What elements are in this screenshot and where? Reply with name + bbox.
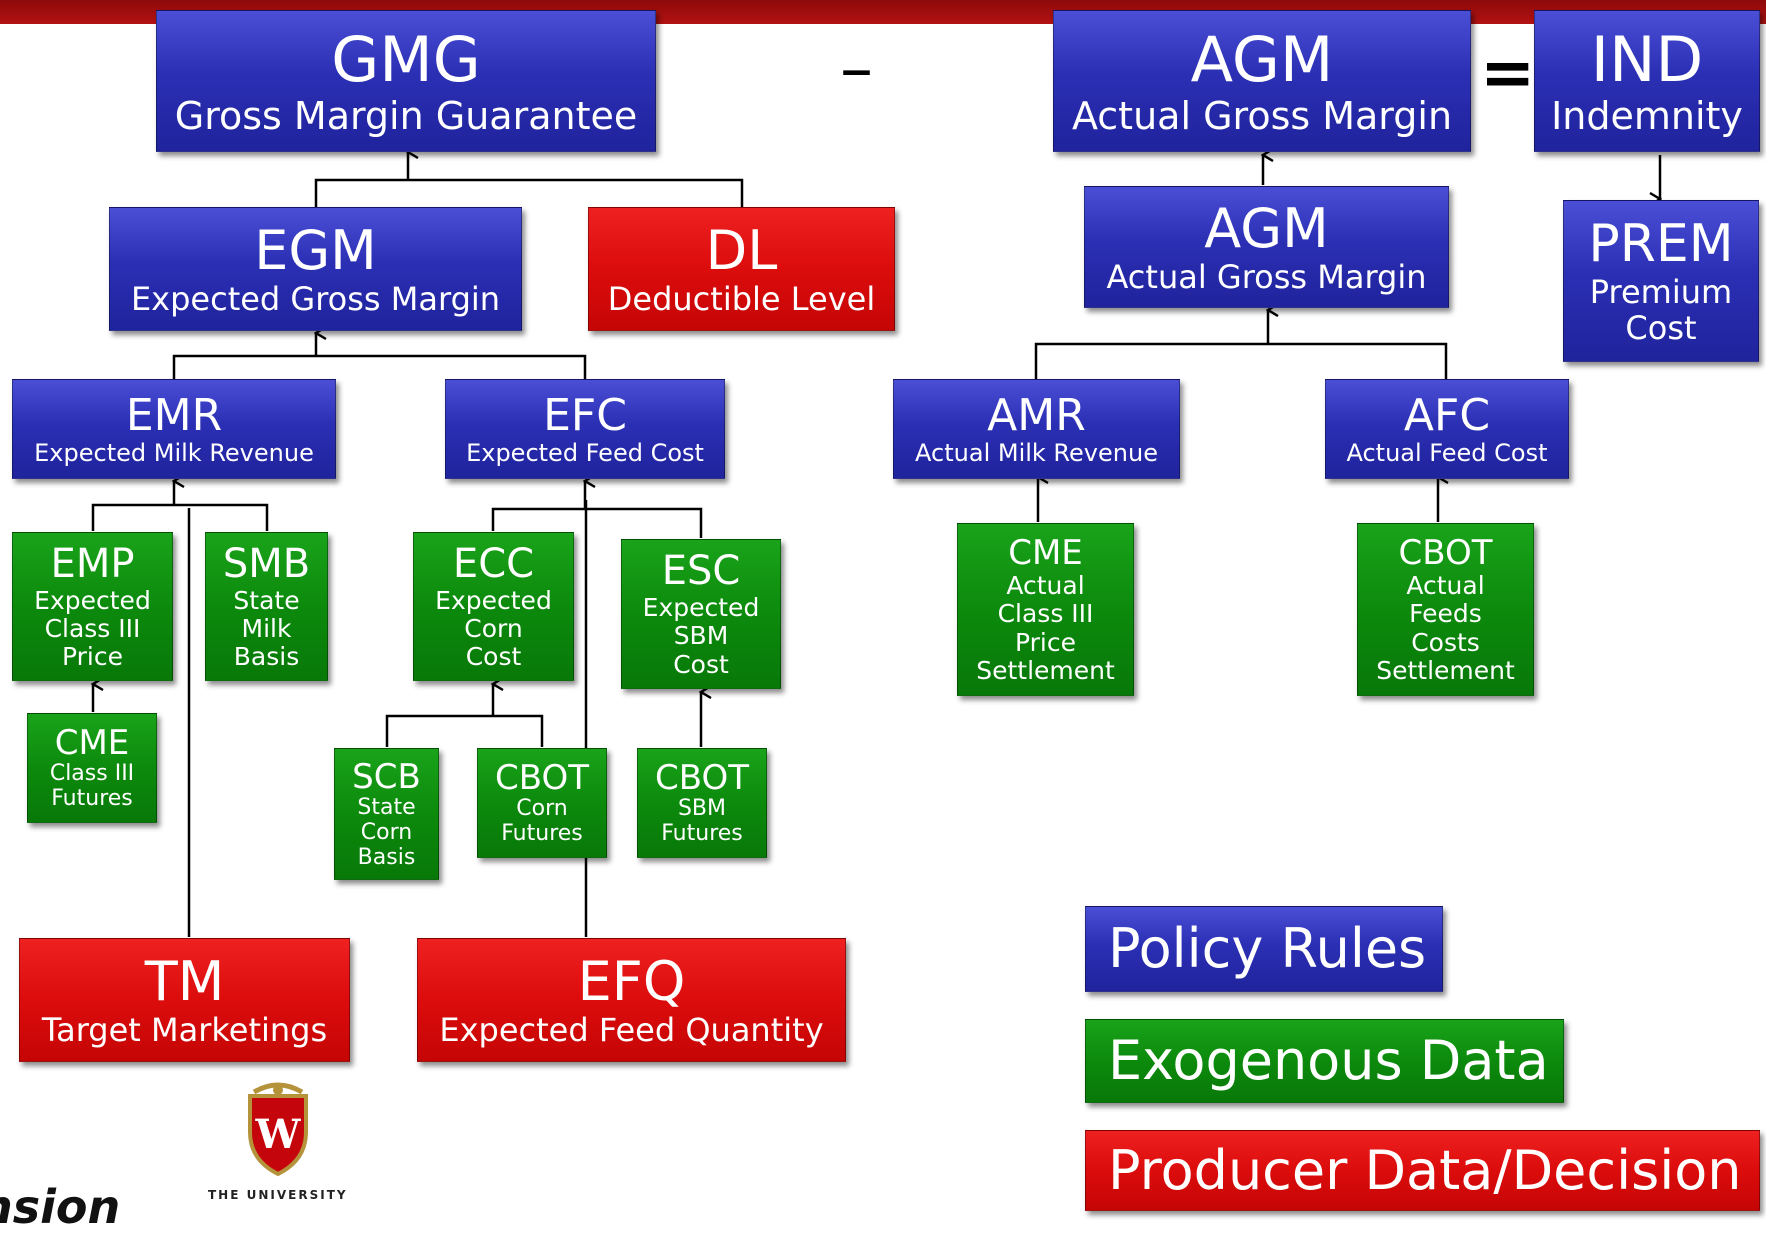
cbot-sbm-box: CBOT SBM Futures xyxy=(637,748,767,858)
cbot-actual-box: CBOT Actual Feeds Costs Settlement xyxy=(1357,523,1534,696)
agm-top-desc: Actual Gross Margin xyxy=(1071,93,1453,138)
legend-producer-label: Producer Data/Decision xyxy=(1108,1138,1742,1202)
prem-abbr: PREM xyxy=(1588,214,1734,275)
legend-producer-data: Producer Data/Decision xyxy=(1085,1130,1760,1211)
smb-abbr: SMB xyxy=(222,540,311,587)
cbot-actual-abbr: CBOT xyxy=(1398,532,1493,573)
cme-futures-box: CME Class III Futures xyxy=(27,713,157,823)
gmg-box: GMG Gross Margin Guarantee xyxy=(156,10,656,152)
smb-desc: State Milk Basis xyxy=(233,585,300,672)
dl-box: DL Deductible Level xyxy=(588,207,895,331)
ecc-abbr: ECC xyxy=(452,540,535,587)
emr-box: EMR Expected Milk Revenue xyxy=(12,379,336,479)
agm-top-abbr: AGM xyxy=(1190,22,1334,96)
afc-desc: Actual Feed Cost xyxy=(1346,439,1548,468)
university-crest-logo: W xyxy=(248,1082,308,1176)
efq-abbr: EFQ xyxy=(577,950,686,1014)
minus-operator: – xyxy=(840,30,873,107)
tm-abbr: TM xyxy=(144,950,225,1014)
esc-box: ESC Expected SBM Cost xyxy=(621,539,781,689)
ind-box: IND Indemnity xyxy=(1534,10,1760,152)
equals-operator: = xyxy=(1480,34,1536,111)
cme-actual-abbr: CME xyxy=(1008,532,1083,573)
efc-desc: Expected Feed Cost xyxy=(466,439,704,468)
legend-policy-rules: Policy Rules xyxy=(1085,906,1443,992)
tm-desc: Target Marketings xyxy=(41,1011,328,1050)
gmg-abbr: GMG xyxy=(331,22,481,96)
cme-futures-desc: Class III Futures xyxy=(49,761,135,812)
cbot-sbm-desc: SBM Futures xyxy=(661,796,743,847)
prem-desc: Premium Cost xyxy=(1589,273,1733,348)
afc-abbr: AFC xyxy=(1403,389,1491,441)
esc-abbr: ESC xyxy=(661,548,741,595)
ind-desc: Indemnity xyxy=(1551,93,1743,138)
cme-actual-desc: Actual Class III Price Settlement xyxy=(976,571,1115,685)
cbot-actual-desc: Actual Feeds Costs Settlement xyxy=(1376,571,1515,685)
agm-top-box: AGM Actual Gross Margin xyxy=(1053,10,1471,152)
legend-exogenous-data: Exogenous Data xyxy=(1085,1019,1564,1103)
tm-box: TM Target Marketings xyxy=(19,938,350,1062)
efc-abbr: EFC xyxy=(543,389,627,441)
amr-desc: Actual Milk Revenue xyxy=(915,439,1158,468)
afc-box: AFC Actual Feed Cost xyxy=(1325,379,1569,479)
agm-box: AGM Actual Gross Margin xyxy=(1084,186,1449,308)
dl-abbr: DL xyxy=(705,219,778,283)
emp-abbr: EMP xyxy=(50,540,135,587)
legend-exogenous-label: Exogenous Data xyxy=(1108,1029,1549,1093)
agm-desc: Actual Gross Margin xyxy=(1106,258,1427,297)
efc-box: EFC Expected Feed Cost xyxy=(445,379,725,479)
scb-desc: State Corn Basis xyxy=(357,794,416,870)
amr-box: AMR Actual Milk Revenue xyxy=(893,379,1180,479)
egm-desc: Expected Gross Margin xyxy=(130,280,501,319)
emp-desc: Expected Class III Price xyxy=(34,585,151,672)
egm-box: EGM Expected Gross Margin xyxy=(109,207,522,331)
ecc-desc: Expected Corn Cost xyxy=(435,585,552,672)
dl-desc: Deductible Level xyxy=(607,280,876,319)
prem-box: PREM Premium Cost xyxy=(1563,200,1759,362)
cme-actual-box: CME Actual Class III Price Settlement xyxy=(957,523,1134,696)
cbot-corn-abbr: CBOT xyxy=(495,757,589,798)
agm-abbr: AGM xyxy=(1204,197,1329,261)
cbot-corn-desc: Corn Futures xyxy=(501,796,583,847)
ecc-box: ECC Expected Corn Cost xyxy=(413,532,574,681)
esc-desc: Expected SBM Cost xyxy=(642,593,760,679)
emr-desc: Expected Milk Revenue xyxy=(34,439,314,468)
scb-abbr: SCB xyxy=(352,756,421,797)
cbot-corn-box: CBOT Corn Futures xyxy=(477,748,607,858)
gmg-desc: Gross Margin Guarantee xyxy=(174,93,638,138)
efq-desc: Expected Feed Quantity xyxy=(439,1011,824,1050)
amr-abbr: AMR xyxy=(987,389,1086,441)
cme-futures-abbr: CME xyxy=(54,722,130,763)
smb-box: SMB State Milk Basis xyxy=(205,532,328,681)
scb-box: SCB State Corn Basis xyxy=(334,748,439,880)
crest-letter: W xyxy=(255,1111,302,1158)
egm-abbr: EGM xyxy=(254,219,377,283)
legend-policy-label: Policy Rules xyxy=(1108,917,1427,981)
extension-wordmark-partial: nsion xyxy=(0,1180,121,1234)
emp-box: EMP Expected Class III Price xyxy=(12,532,173,681)
efq-box: EFQ Expected Feed Quantity xyxy=(417,938,846,1062)
emr-abbr: EMR xyxy=(125,389,223,441)
ind-abbr: IND xyxy=(1590,22,1704,96)
cbot-sbm-abbr: CBOT xyxy=(655,757,749,798)
university-wordmark: THE UNIVERSITY xyxy=(208,1188,348,1202)
